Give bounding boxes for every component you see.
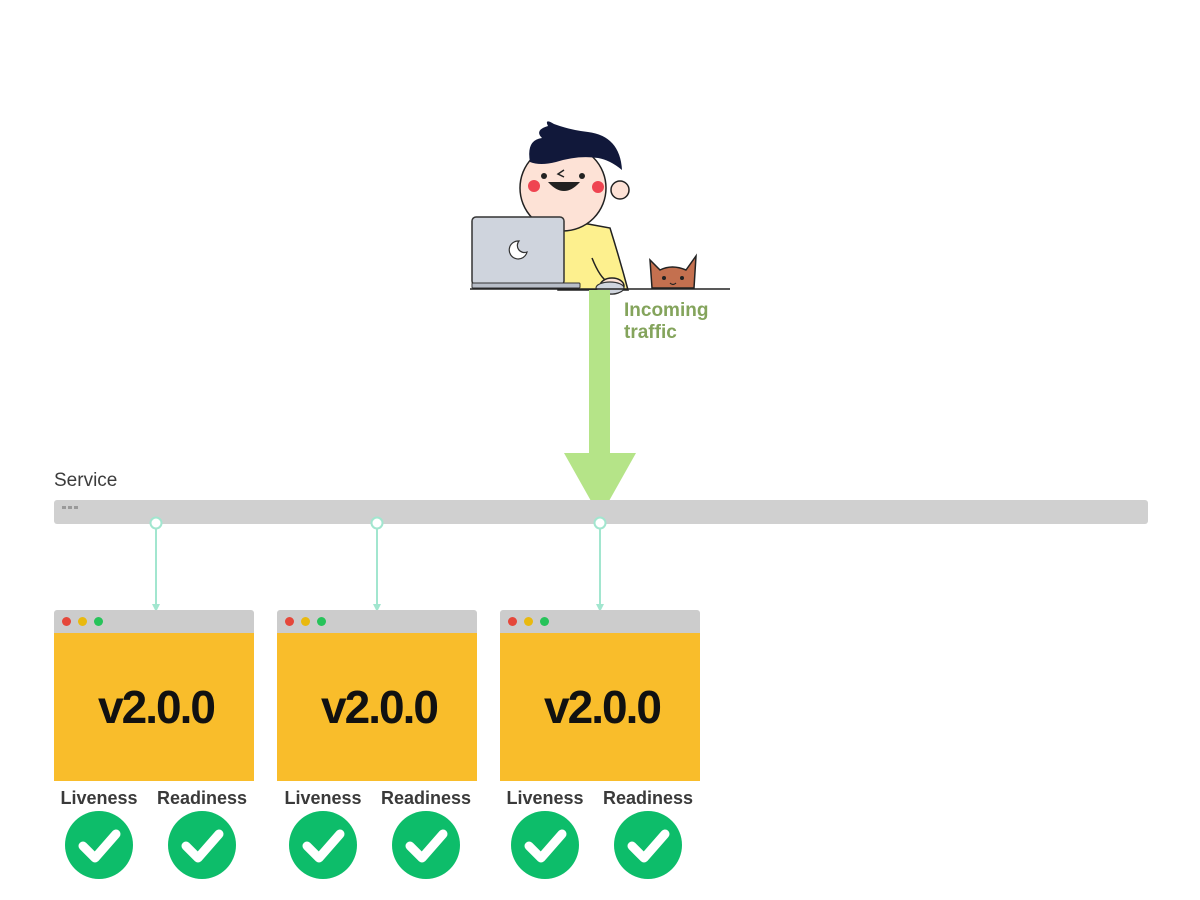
service-bar	[54, 500, 1148, 524]
developer-illustration	[470, 121, 730, 295]
liveness-check-icon	[65, 811, 133, 879]
pod-window-titlebar	[277, 610, 477, 633]
incoming-traffic-label: Incoming traffic	[624, 300, 709, 343]
pod-1: v2.0.0	[54, 610, 254, 781]
liveness-label: Liveness	[284, 788, 362, 808]
minimize-dot-icon	[524, 617, 533, 626]
readiness-check-icon	[392, 811, 460, 879]
minimize-dot-icon	[301, 617, 310, 626]
pod-window-titlebar	[54, 610, 254, 633]
pod-body: v2.0.0	[54, 633, 254, 781]
pod-2: v2.0.0	[277, 610, 477, 781]
liveness-check-icon	[289, 811, 357, 879]
liveness-label: Liveness	[506, 788, 584, 808]
liveness-check-icon	[511, 811, 579, 879]
pod-window-titlebar	[500, 610, 700, 633]
maximize-dot-icon	[94, 617, 103, 626]
pod-3: v2.0.0	[500, 610, 700, 781]
pod-version: v2.0.0	[544, 681, 662, 733]
readiness-label: Readiness	[602, 788, 694, 808]
readiness-label: Readiness	[156, 788, 248, 808]
drag-handle-icon	[62, 506, 78, 509]
liveness-label: Liveness	[60, 788, 138, 808]
pod-version: v2.0.0	[98, 681, 216, 733]
pod-body: v2.0.0	[500, 633, 700, 781]
readiness-check-icon	[168, 811, 236, 879]
maximize-dot-icon	[317, 617, 326, 626]
traffic-arrow-shaft	[589, 290, 610, 455]
pod-body: v2.0.0	[277, 633, 477, 781]
pod-version: v2.0.0	[321, 681, 439, 733]
close-dot-icon	[508, 617, 517, 626]
close-dot-icon	[62, 617, 71, 626]
maximize-dot-icon	[540, 617, 549, 626]
close-dot-icon	[285, 617, 294, 626]
service-label: Service	[54, 470, 118, 491]
readiness-check-icon	[614, 811, 682, 879]
readiness-label: Readiness	[380, 788, 472, 808]
minimize-dot-icon	[78, 617, 87, 626]
